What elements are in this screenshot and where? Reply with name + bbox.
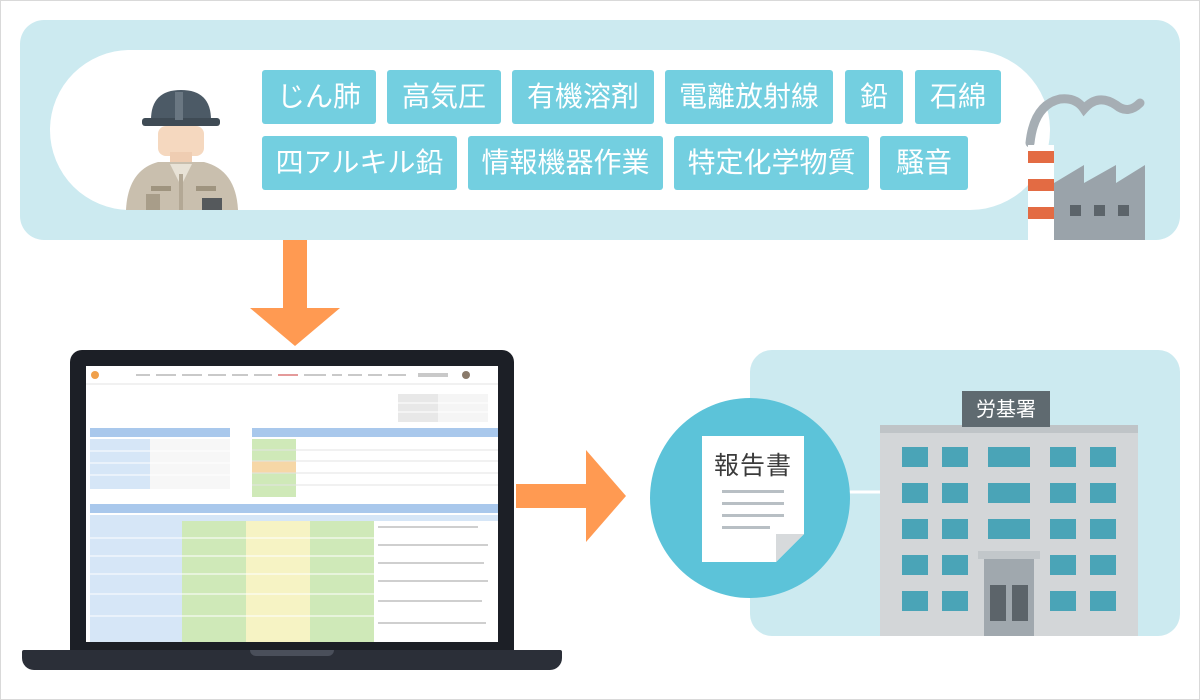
- factory-icon: [1025, 94, 1145, 240]
- arrow-right-icon: [516, 450, 626, 542]
- building-icon: [880, 425, 1138, 636]
- laptop-notch: [250, 650, 334, 656]
- tag-souon: 騒音: [880, 136, 968, 190]
- tag-denri-housyasen: 電離放射線: [665, 70, 833, 124]
- laptop-screen-app: [86, 366, 498, 642]
- app-screenshot: [86, 366, 498, 642]
- tag-yuuki-youzai: 有機溶剤: [512, 70, 654, 124]
- tag-namari: 鉛: [845, 70, 903, 124]
- document-icon: [702, 436, 804, 562]
- tag-yon-alkyl-namari: 四アルキル鉛: [262, 136, 457, 190]
- tag-tokutei-kagaku-busshitsu: 特定化学物質: [674, 136, 869, 190]
- laptop-base: [22, 650, 562, 670]
- worker-icon: [126, 90, 238, 210]
- arrow-down-icon: [250, 240, 340, 346]
- tag-jinpai: じん肺: [262, 70, 376, 124]
- roukisho-label: 労基署: [962, 391, 1050, 427]
- tag-sekimen: 石綿: [915, 70, 1001, 124]
- tag-koukiatsu: 高気圧: [387, 70, 501, 124]
- tag-jouhou-kiki-sagyou: 情報機器作業: [468, 136, 663, 190]
- report-label: 報告書: [713, 451, 792, 480]
